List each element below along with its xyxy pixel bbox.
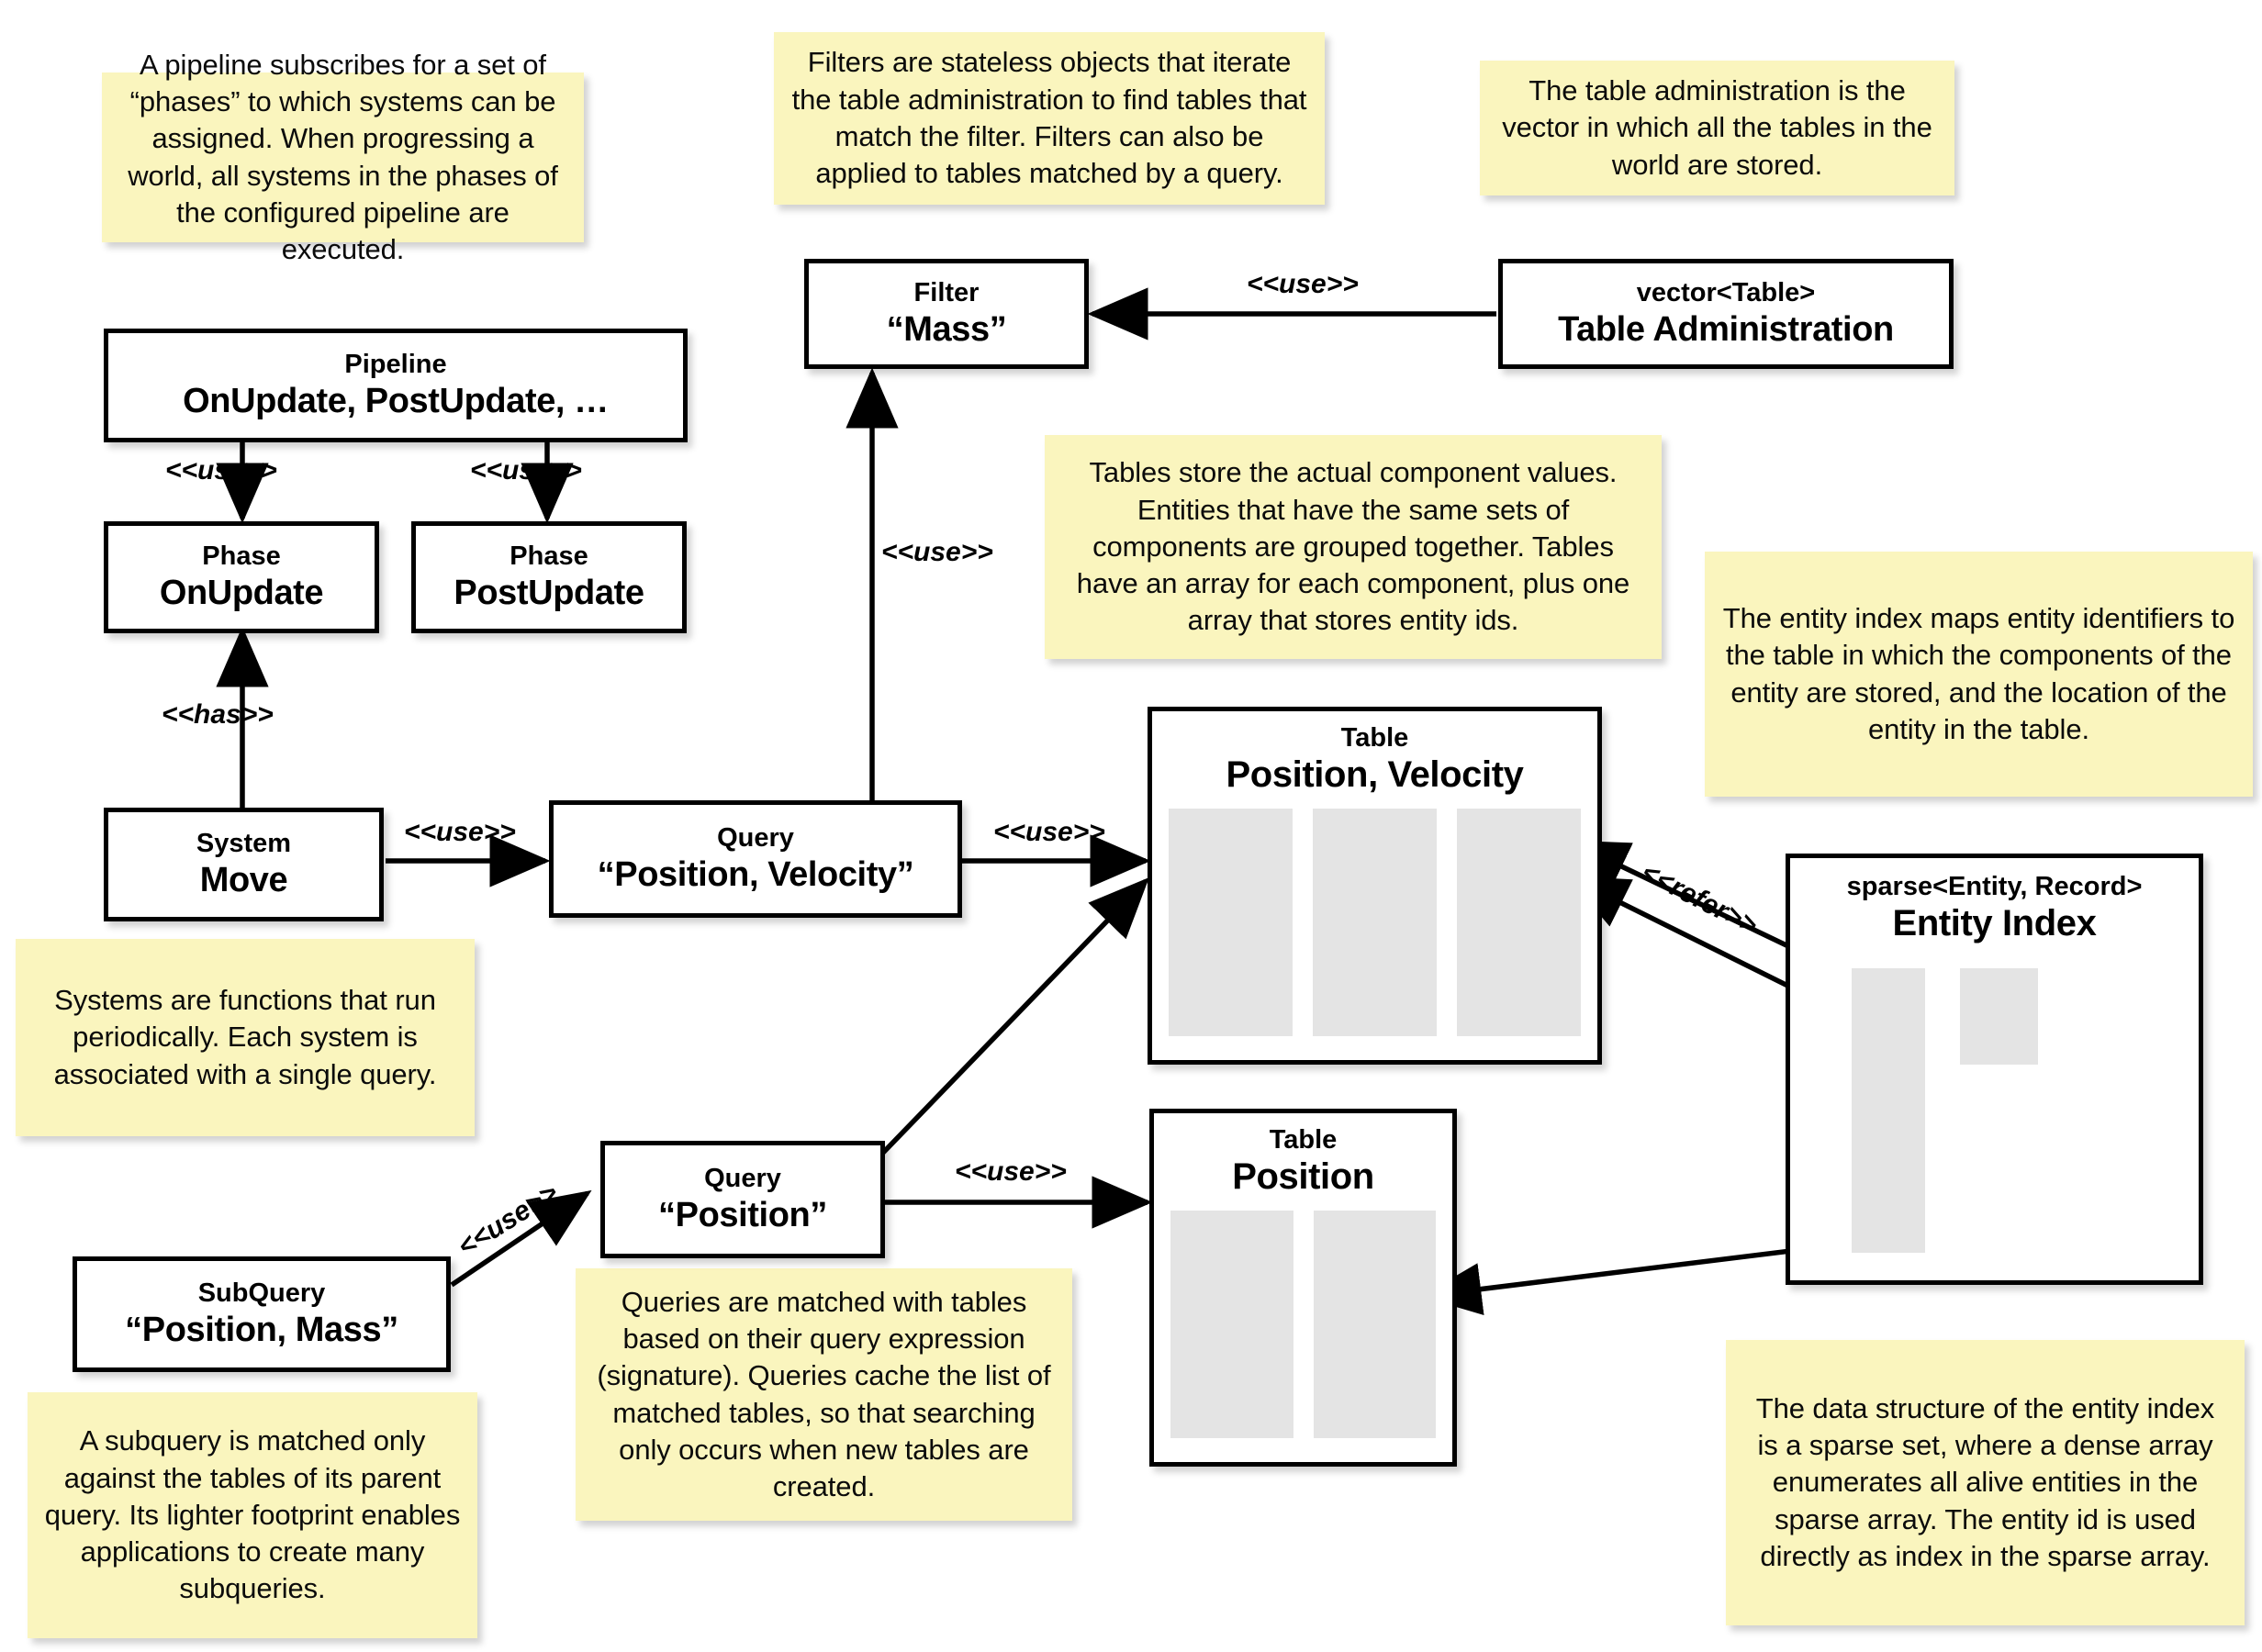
box-name: Entity Index [1892,902,2097,943]
box-name: Move [199,860,288,899]
box-query-position-velocity[interactable]: Query “Position, Velocity” [549,800,962,918]
box-name: Table Administration [1558,309,1894,349]
note-text: Systems are functions that run periodica… [53,984,437,1090]
box-stereotype: SubQuery [197,1278,326,1308]
box-system-move[interactable]: System Move [104,808,384,921]
note-table-admin: The table administration is the vector i… [1480,61,1954,195]
box-filter-mass[interactable]: Filter “Mass” [804,259,1089,369]
box-phase-postupdate[interactable]: Phase PostUpdate [411,521,687,633]
note-query: Queries are matched with tables based on… [576,1268,1072,1521]
box-table-position[interactable]: Table Position [1149,1109,1457,1467]
box-pipeline[interactable]: Pipeline OnUpdate, PostUpdate, … [104,329,688,442]
box-subquery-position-mass[interactable]: SubQuery “Position, Mass” [73,1256,451,1372]
note-text: Queries are matched with tables based on… [597,1285,1051,1503]
box-stereotype: Pipeline [344,349,447,379]
box-stereotype: Phase [202,541,281,571]
box-name: PostUpdate [454,573,644,612]
edge-label-admin-uses-filter: <<use>> [1247,269,1359,299]
edge-label-query-uses-table: <<use>> [993,817,1105,847]
box-name: OnUpdate, PostUpdate, … [183,381,609,420]
note-table: Tables store the actual component values… [1045,435,1662,659]
note-text: A pipeline subscribes for a set of “phas… [128,48,558,266]
entity-index-header: sparse<Entity, Record> Entity Index [1790,858,2199,944]
box-entity-index[interactable]: sparse<Entity, Record> Entity Index [1786,854,2203,1285]
note-text: A subquery is matched only against the t… [44,1424,461,1605]
box-name: “Position, Mass” [125,1310,398,1349]
note-text: Filters are stateless objects that itera… [791,46,1307,190]
note-filter: Filters are stateless objects that itera… [774,32,1325,205]
note-system: Systems are functions that run periodica… [16,939,475,1136]
edge-label-system-has-phase: <<has>> [162,699,274,730]
box-table-position-velocity[interactable]: Table Position, Velocity [1148,707,1602,1065]
note-text: The table administration is the vector i… [1502,74,1932,181]
table-column-array [1313,1210,1436,1438]
edge-label-pipeline-onupdate: <<use>> [165,455,277,486]
edge-label-index-refers-table: <<refer>> [1636,856,1763,942]
note-text: The data structure of the entity index i… [1755,1391,2215,1572]
edge-label-querypos-uses-table: <<use>> [955,1156,1067,1187]
note-pipeline: A pipeline subscribes for a set of “phas… [102,49,584,265]
note-text: Tables store the actual component values… [1076,456,1630,637]
table-column-array [1457,808,1581,1036]
table-column-array [1170,1210,1293,1438]
box-phase-onupdate[interactable]: Phase OnUpdate [104,521,379,633]
table-header: Table Position, Velocity [1152,711,1597,796]
edge-label-subquery-uses-query: <<use>> [452,1178,564,1263]
table-header: Table Position [1154,1113,1452,1198]
edge-querypos-to-table-posvel [879,877,1149,1156]
box-stereotype: Table [1340,723,1409,753]
box-stereotype: Query [704,1163,781,1193]
edge-label-query-uses-filter: <<use>> [881,537,993,567]
note-subquery: A subquery is matched only against the t… [28,1392,477,1638]
box-name: OnUpdate [159,573,324,612]
box-name: Position, Velocity [1226,753,1524,795]
box-table-administration[interactable]: vector<Table> Table Administration [1498,259,1954,369]
table-column-group [1152,796,1597,1060]
table-column-array [1169,808,1293,1036]
box-stereotype: vector<Table> [1636,277,1816,307]
box-name: “Position” [658,1195,827,1234]
box-query-position[interactable]: Query “Position” [600,1141,885,1258]
box-name: “Mass” [886,309,1007,349]
box-stereotype: Filter [913,277,980,307]
table-column-group [1154,1198,1452,1462]
dense-array-block [1960,968,2038,1065]
edge-label-pipeline-postupdate: <<use>> [470,455,582,486]
note-sparse-set: The data structure of the entity index i… [1726,1340,2245,1625]
edge-label-system-uses-query: <<use>> [404,817,516,847]
box-stereotype: Table [1269,1125,1338,1155]
box-stereotype: Query [717,822,794,853]
box-name: “Position, Velocity” [597,854,914,894]
box-stereotype: Phase [510,541,588,571]
note-text: The entity index maps entity identifiers… [1722,601,2235,745]
box-stereotype: System [196,828,292,858]
box-stereotype: sparse<Entity, Record> [1846,872,2143,901]
sparse-array-block [1852,968,1925,1253]
note-entity-index: The entity index maps entity identifiers… [1705,552,2253,797]
box-name: Position [1232,1155,1374,1197]
table-column-array [1313,808,1437,1036]
